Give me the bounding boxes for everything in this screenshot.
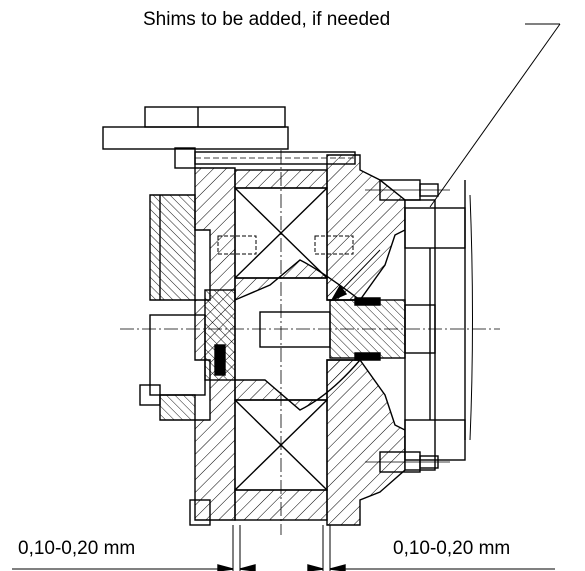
right-casing bbox=[326, 154, 406, 301]
top-flange bbox=[102, 106, 289, 150]
right-clearance-label: 0,10-0,20 mm bbox=[393, 538, 511, 559]
lower-bracket-rib bbox=[159, 394, 196, 421]
shims-callout-label: Shims to be added, if needed bbox=[143, 9, 391, 30]
right-flange bbox=[404, 180, 473, 461]
left-bracket-rib bbox=[149, 194, 196, 301]
clearance-dimension-right bbox=[307, 525, 555, 571]
clearance-dimension-left bbox=[12, 525, 256, 571]
bearing-housing bbox=[139, 289, 236, 406]
left-clearance-label: 0,10-0,20 mm bbox=[18, 538, 136, 559]
